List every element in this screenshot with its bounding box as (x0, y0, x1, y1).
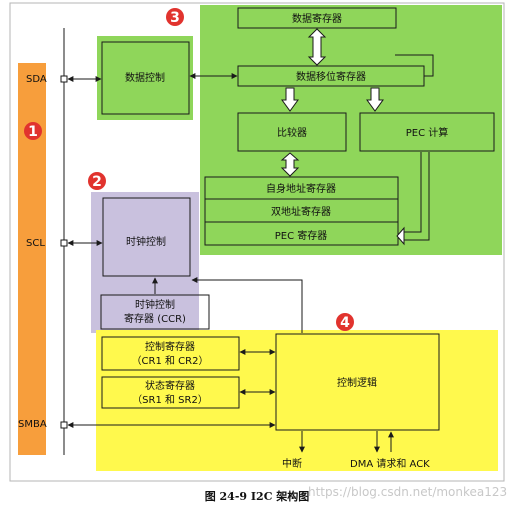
pin-sda-label: SDA (26, 74, 47, 85)
clock-control-box (102, 197, 191, 277)
status-register-box (101, 376, 240, 409)
data-control-label: 数据控制 (125, 71, 165, 84)
figure-frame (9, 2, 505, 482)
pec-calc-box (359, 112, 495, 152)
address-register-stack (204, 176, 399, 246)
hollow-arrow-shift-comparator (281, 87, 299, 112)
hollow-arrow-pec-calc-register (404, 152, 430, 241)
region-pins (18, 63, 46, 455)
status-register-label-line2: （SR1 和 SR2） (132, 394, 208, 406)
comparator-label: 比较器 (277, 126, 307, 139)
pec-calc-label: PEC 计算 (406, 126, 449, 139)
badge-2 (88, 172, 106, 190)
control-register-box (101, 336, 240, 371)
pec-register-arrowhead (396, 226, 405, 246)
data-register-label: 数据寄存器 (292, 12, 342, 25)
ccr-box (100, 294, 210, 330)
region-control-logic (96, 330, 498, 471)
pin-smba-port (60, 421, 68, 429)
pin-sda-port (60, 75, 68, 83)
region-data-path (200, 5, 502, 255)
watermark: https://blog.csdn.net/monkea123 (308, 485, 507, 499)
control-logic-box (275, 333, 440, 431)
shift-register-loop-line (395, 54, 434, 77)
badge-4-label: 4 (340, 315, 350, 331)
ccr-label-line1: 时钟控制 (135, 298, 175, 311)
control-register-label-line1: 控制寄存器 (145, 340, 195, 353)
comparator-box (237, 112, 347, 152)
arrow-control-logic-clock (191, 277, 303, 333)
badge-2-label: 2 (92, 174, 102, 190)
hollow-arrow-shift-pec (366, 87, 384, 112)
region-clock (91, 192, 199, 333)
badge-4 (336, 313, 354, 331)
pec-register-label: PEC 寄存器 (275, 229, 328, 242)
badge-1-label: 1 (28, 124, 38, 140)
data-shift-register-label: 数据移位寄存器 (296, 70, 366, 83)
own-address-register-label: 自身地址寄存器 (266, 182, 336, 195)
control-register-label-line2: （CR1 和 CR2） (132, 355, 209, 367)
badge-3-label: 3 (170, 10, 180, 26)
region-data-control (97, 36, 193, 120)
figure-caption: 图 24-9 I2C 架构图 (205, 489, 310, 503)
dual-address-register-label: 双地址寄存器 (271, 205, 331, 218)
pin-smba-label: SMBA (18, 419, 47, 430)
interrupt-label: 中断 (282, 457, 302, 470)
clock-control-label: 时钟控制 (126, 235, 166, 248)
data-register-box (237, 7, 397, 29)
pin-scl-port (60, 239, 68, 247)
pin-scl-label: SCL (26, 238, 45, 249)
hollow-arrow-comparator-address (280, 152, 300, 177)
data-control-box (101, 41, 190, 115)
ccr-label-line2: 寄存器 (CCR) (124, 312, 186, 325)
badge-1 (24, 122, 42, 140)
control-logic-label: 控制逻辑 (337, 376, 377, 389)
status-register-label-line1: 状态寄存器 (145, 379, 195, 392)
hollow-arrow-data-register-shift (307, 28, 327, 66)
badge-3 (166, 8, 184, 26)
dma-ack-label: DMA 请求和 ACK (350, 457, 430, 470)
